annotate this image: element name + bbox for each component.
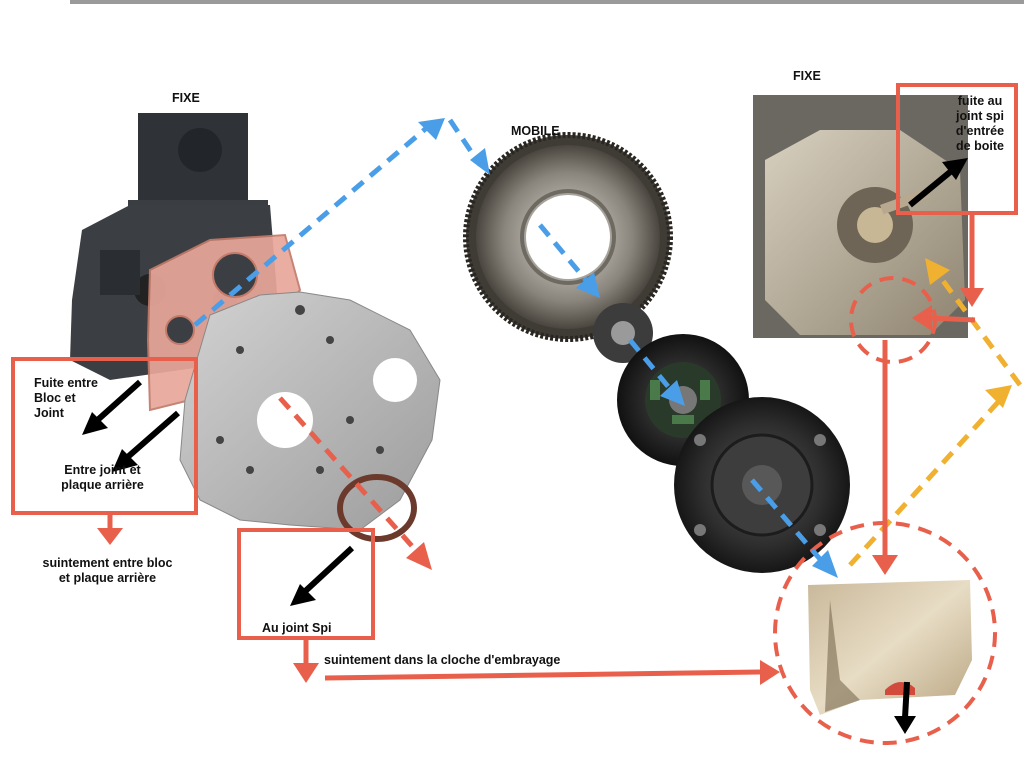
label-suintement-bloc-line2: et plaque arrière bbox=[58, 571, 157, 585]
flywheel-photo bbox=[463, 132, 673, 342]
label-fixe-left: FIXE bbox=[172, 91, 200, 105]
red-solid-arrows bbox=[107, 215, 976, 681]
label-fuite-bloc-line3: Joint bbox=[34, 406, 64, 420]
label-suintement-bloc-line1: suintement entre bloc bbox=[42, 556, 173, 570]
label-fixe-right: FIXE bbox=[793, 69, 821, 83]
label-fuite-boite-line4: de boite bbox=[956, 139, 1004, 153]
orange-arrow-heads bbox=[925, 258, 1012, 408]
leak-box-block bbox=[11, 357, 198, 515]
label-suintement-bloc: suintement entre bloc et plaque arrière bbox=[20, 556, 195, 586]
black-arrow-heads bbox=[82, 158, 968, 734]
label-fuite-bloc: Fuite entre Bloc et Joint bbox=[34, 376, 98, 421]
label-fuite-boite-line3: d'entrée bbox=[955, 124, 1005, 138]
pressure-plate-photo bbox=[674, 397, 850, 573]
label-suintement-cloche: suintement dans la cloche d'embrayage bbox=[324, 653, 561, 667]
label-fuite-bloc-line1: Fuite entre bbox=[34, 376, 98, 390]
label-mobile: MOBILE bbox=[511, 124, 560, 138]
label-entre-joint: Entre joint et plaque arrière bbox=[30, 463, 175, 493]
orange-flow-arrows bbox=[848, 268, 1023, 567]
label-fuite-boite-line2: joint spi bbox=[956, 109, 1004, 123]
label-fuite-boite-line1: fuite au bbox=[957, 94, 1003, 108]
back-plate-photo bbox=[179, 291, 441, 531]
red-flow-dashed bbox=[278, 396, 422, 557]
label-joint-spi: Au joint Spi bbox=[262, 621, 332, 635]
blue-arrow-heads bbox=[418, 118, 838, 578]
leak-box-gearbox bbox=[896, 83, 1018, 215]
red-flow-dashed-head bbox=[406, 542, 432, 570]
black-arrows bbox=[89, 165, 957, 719]
leak-box-spi bbox=[237, 528, 375, 640]
label-fuite-bloc-line2: Bloc et bbox=[34, 391, 76, 405]
top-strip bbox=[70, 0, 1024, 4]
red-solid-arrow-heads bbox=[97, 288, 984, 685]
seal-ring-photo bbox=[337, 474, 417, 542]
label-fuite-boite: fuite au joint spi d'entrée de boite bbox=[945, 94, 1015, 154]
label-entre-joint-line1: Entre joint et bbox=[64, 463, 141, 477]
label-entre-joint-line2: plaque arrière bbox=[61, 478, 144, 492]
bell-housing-bottom-photo bbox=[808, 580, 972, 715]
blue-flow-arrows bbox=[193, 118, 827, 567]
